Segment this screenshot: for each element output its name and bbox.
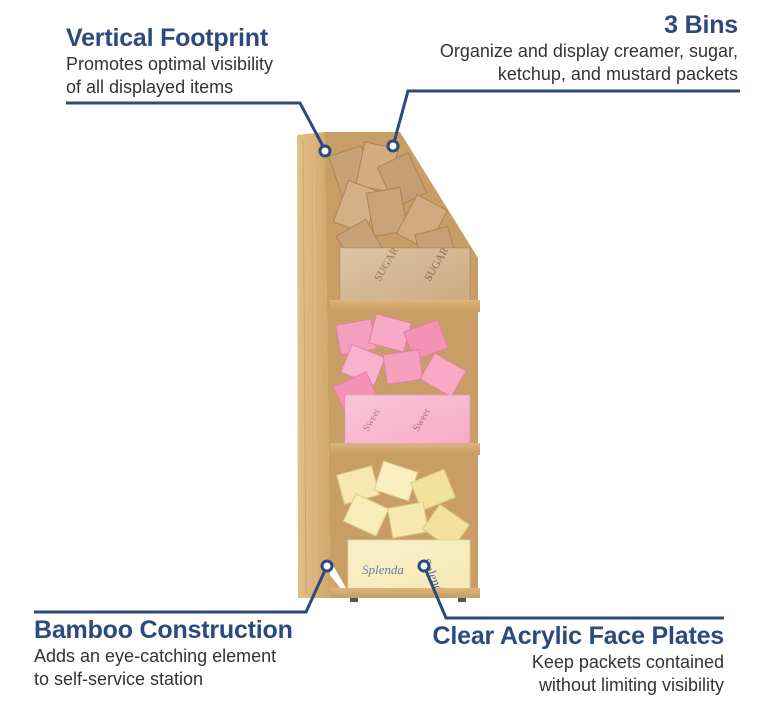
- callout-desc-line1: Organize and display creamer, sugar,: [439, 41, 738, 61]
- dot-acrylic: [417, 559, 431, 573]
- callout-title: 3 Bins: [664, 11, 738, 39]
- callout-title: Vertical Footprint: [66, 24, 268, 52]
- bottom-bin-packets: [336, 460, 471, 551]
- callout-lines: [34, 89, 740, 620]
- callout-clear-acrylic: Clear Acrylic Face Plates Keep packets c…: [432, 621, 725, 697]
- callout-bins: 3 Bins Organize and display creamer, sug…: [440, 10, 738, 86]
- leader-vertical-footprint: [66, 101, 327, 151]
- callout-desc-line1: Keep packets contained: [531, 652, 724, 672]
- dot-bamboo: [320, 559, 334, 573]
- left-side-panel: [297, 132, 348, 598]
- callout-bamboo-construction: Bamboo Construction Adds an eye-catching…: [34, 615, 293, 691]
- middle-bin-shelf: [330, 443, 480, 455]
- callout-desc-line1: Promotes optimal visibility: [66, 54, 274, 74]
- leader-bins: [391, 89, 740, 147]
- callout-title: Bamboo Construction: [34, 616, 293, 644]
- callout-desc-line1: Adds an eye-catching element: [34, 646, 277, 666]
- callout-desc-line2: of all displayed items: [66, 77, 234, 97]
- top-bin-shelf: [330, 300, 480, 312]
- callout-desc-line2: ketchup, and mustard packets: [497, 64, 738, 84]
- dot-vertical-footprint: [318, 144, 332, 158]
- bottom-shelf: [330, 588, 480, 598]
- callout-dots: [318, 139, 431, 573]
- leader-acrylic: [422, 565, 724, 620]
- dot-bins: [386, 139, 400, 153]
- callout-title: Clear Acrylic Face Plates: [432, 622, 725, 650]
- callout-desc-line2: to self-service station: [34, 669, 204, 689]
- top-bin-packets: [328, 141, 460, 279]
- leader-bamboo: [34, 565, 329, 614]
- callout-vertical-footprint: Vertical Footprint Promotes optimal visi…: [66, 23, 273, 99]
- callout-desc-line2: without limiting visibility: [538, 675, 724, 695]
